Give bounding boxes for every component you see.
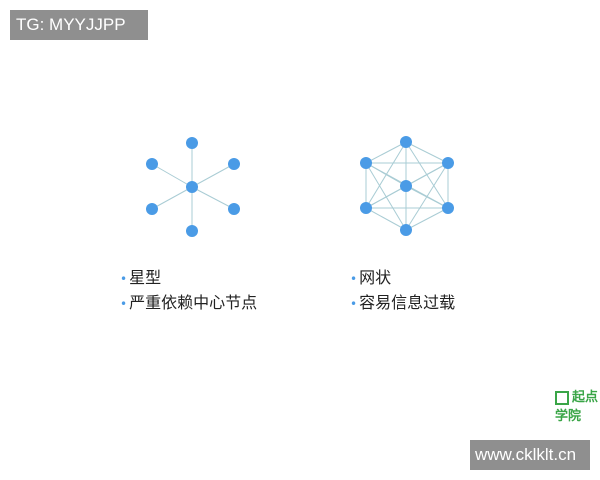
star-edge (151, 186, 193, 210)
mesh-edge (365, 141, 407, 209)
mesh-node (400, 224, 412, 236)
mesh-node (400, 180, 412, 192)
star-edge (191, 186, 235, 210)
mesh-node (360, 202, 372, 214)
star-item-desc: 严重依赖中心节点 (120, 291, 257, 316)
logo-text: 起点学院 (555, 390, 599, 424)
mesh-node (360, 157, 372, 169)
logo-icon (555, 390, 569, 405)
mesh-item-desc: 容易信息过载 (350, 291, 455, 316)
star-node (228, 203, 240, 215)
star-node (186, 137, 198, 149)
star-node (186, 225, 198, 237)
star-node (146, 203, 158, 215)
star-edge (151, 163, 193, 188)
mesh-node (400, 136, 412, 148)
mesh-edge (365, 141, 407, 164)
mesh-edge (405, 207, 449, 231)
star-list: 星型 严重依赖中心节点 (120, 266, 257, 316)
mesh-node (442, 202, 454, 214)
star-item-title: 星型 (120, 266, 257, 291)
mesh-item-title: 网状 (350, 266, 455, 291)
mesh-list: 网状 容易信息过载 (350, 266, 455, 316)
watermark-bottom: www.cklklt.cn (470, 440, 590, 470)
watermark-top: TG: MYYJJPP (10, 10, 148, 40)
mesh-edge (405, 141, 449, 164)
mesh-edge (365, 207, 407, 231)
star-node (146, 158, 158, 170)
star-edge (191, 163, 235, 188)
star-node (228, 158, 240, 170)
star-node (186, 181, 198, 193)
mesh-node (442, 157, 454, 169)
logo: 起点学院 (555, 386, 600, 424)
mesh-edge (405, 162, 449, 231)
